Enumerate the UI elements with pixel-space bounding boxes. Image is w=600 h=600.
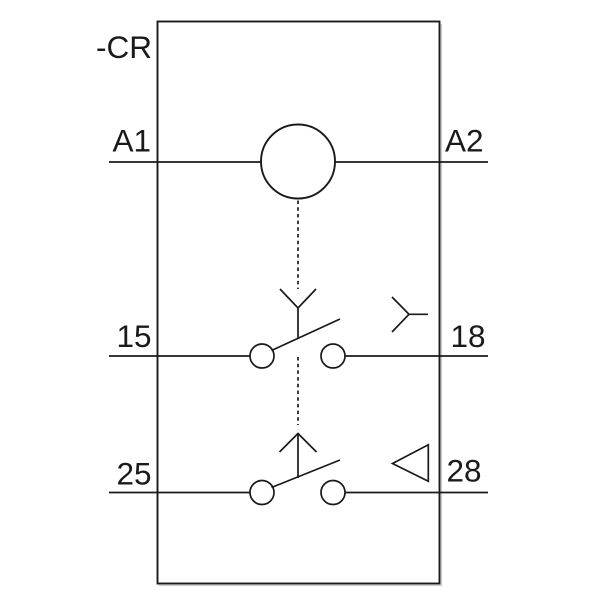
contact-fixed-point-right-28 — [320, 479, 346, 506]
contact-blade-15-18 — [271, 318, 341, 352]
open-y-down-delay-icon — [279, 288, 317, 310]
device-label: -CR — [96, 29, 152, 65]
terminal-label-25: 25 — [116, 456, 151, 492]
coil-circle-icon — [260, 123, 336, 200]
coil-row: A1 A2 — [109, 123, 488, 200]
contact-fixed-point-left-15 — [249, 343, 275, 369]
outline-shadow — [158, 24, 443, 587]
contact-fixed-point-right-18 — [320, 343, 346, 369]
contact-blade-25-28 — [271, 459, 341, 489]
open-triangle-left-icon — [390, 443, 430, 483]
terminal-label-a1: A1 — [112, 123, 151, 159]
relay-body-outline — [156, 20, 441, 585]
open-y-left-delay-icon — [391, 296, 428, 333]
contact-fixed-point-left-25 — [249, 479, 275, 506]
terminal-label-18: 18 — [451, 318, 486, 354]
terminal-label-a2: A2 — [445, 123, 484, 159]
contact-row-25-28: 25 28 — [109, 432, 488, 506]
terminal-label-15: 15 — [116, 318, 151, 354]
contact-row-15-18: 15 18 — [109, 288, 488, 369]
terminal-label-28: 28 — [447, 453, 482, 489]
